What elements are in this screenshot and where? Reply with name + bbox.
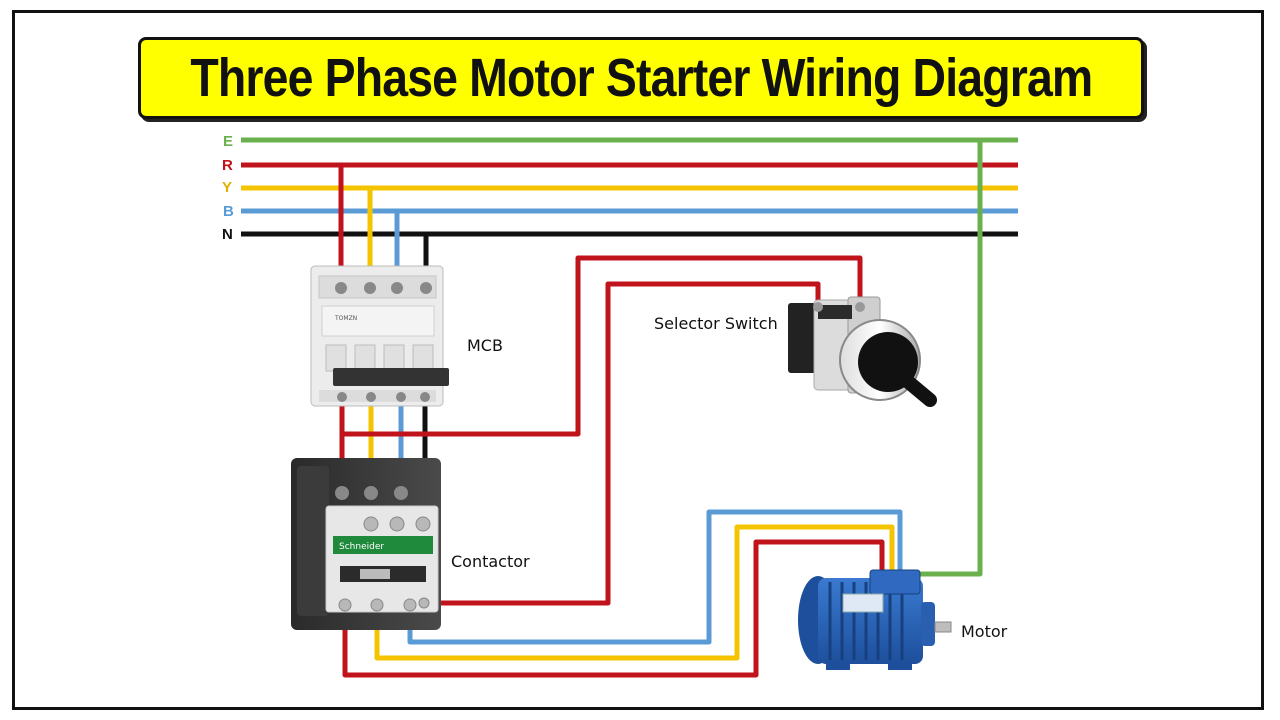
page-title: Three Phase Motor Starter Wiring Diagram: [190, 48, 1093, 108]
motor-label: Motor: [961, 622, 1008, 641]
selector-switch-device: [788, 296, 937, 407]
title-banner: Three Phase Motor Starter Wiring Diagram: [138, 37, 1144, 119]
contactor-brand: Schneider: [339, 542, 384, 552]
wire-motor-r: [342, 539, 885, 678]
mcb-toggle-handle: [333, 368, 449, 386]
line-label-n: N: [222, 226, 233, 243]
wire-earth-motor: [918, 140, 983, 577]
line-label-r: R: [222, 157, 233, 174]
diagram-frame: [12, 10, 1264, 710]
contactor-device: Schneider: [291, 458, 441, 630]
mcb-device: TOMZN: [310, 265, 449, 407]
wire-control-return: [424, 281, 821, 606]
line-label-b: B: [223, 203, 234, 220]
mcb-label: MCB: [467, 336, 503, 355]
wire-motor-y: [374, 524, 895, 661]
line-label-y: Y: [222, 179, 233, 196]
contactor-brand-strip: [333, 536, 433, 554]
wire-motor-b: [407, 509, 903, 645]
mcb-brand: TOMZN: [334, 315, 357, 322]
contactor-label: Contactor: [451, 552, 530, 571]
line-label-e: E: [223, 133, 234, 150]
wire-control-supply: [342, 255, 863, 437]
selector-knob-handle: [863, 343, 937, 407]
motor-device: [798, 569, 952, 670]
bus-lines: [241, 137, 1018, 237]
selector-switch-label: Selector Switch: [654, 314, 778, 333]
wires: [338, 140, 983, 678]
